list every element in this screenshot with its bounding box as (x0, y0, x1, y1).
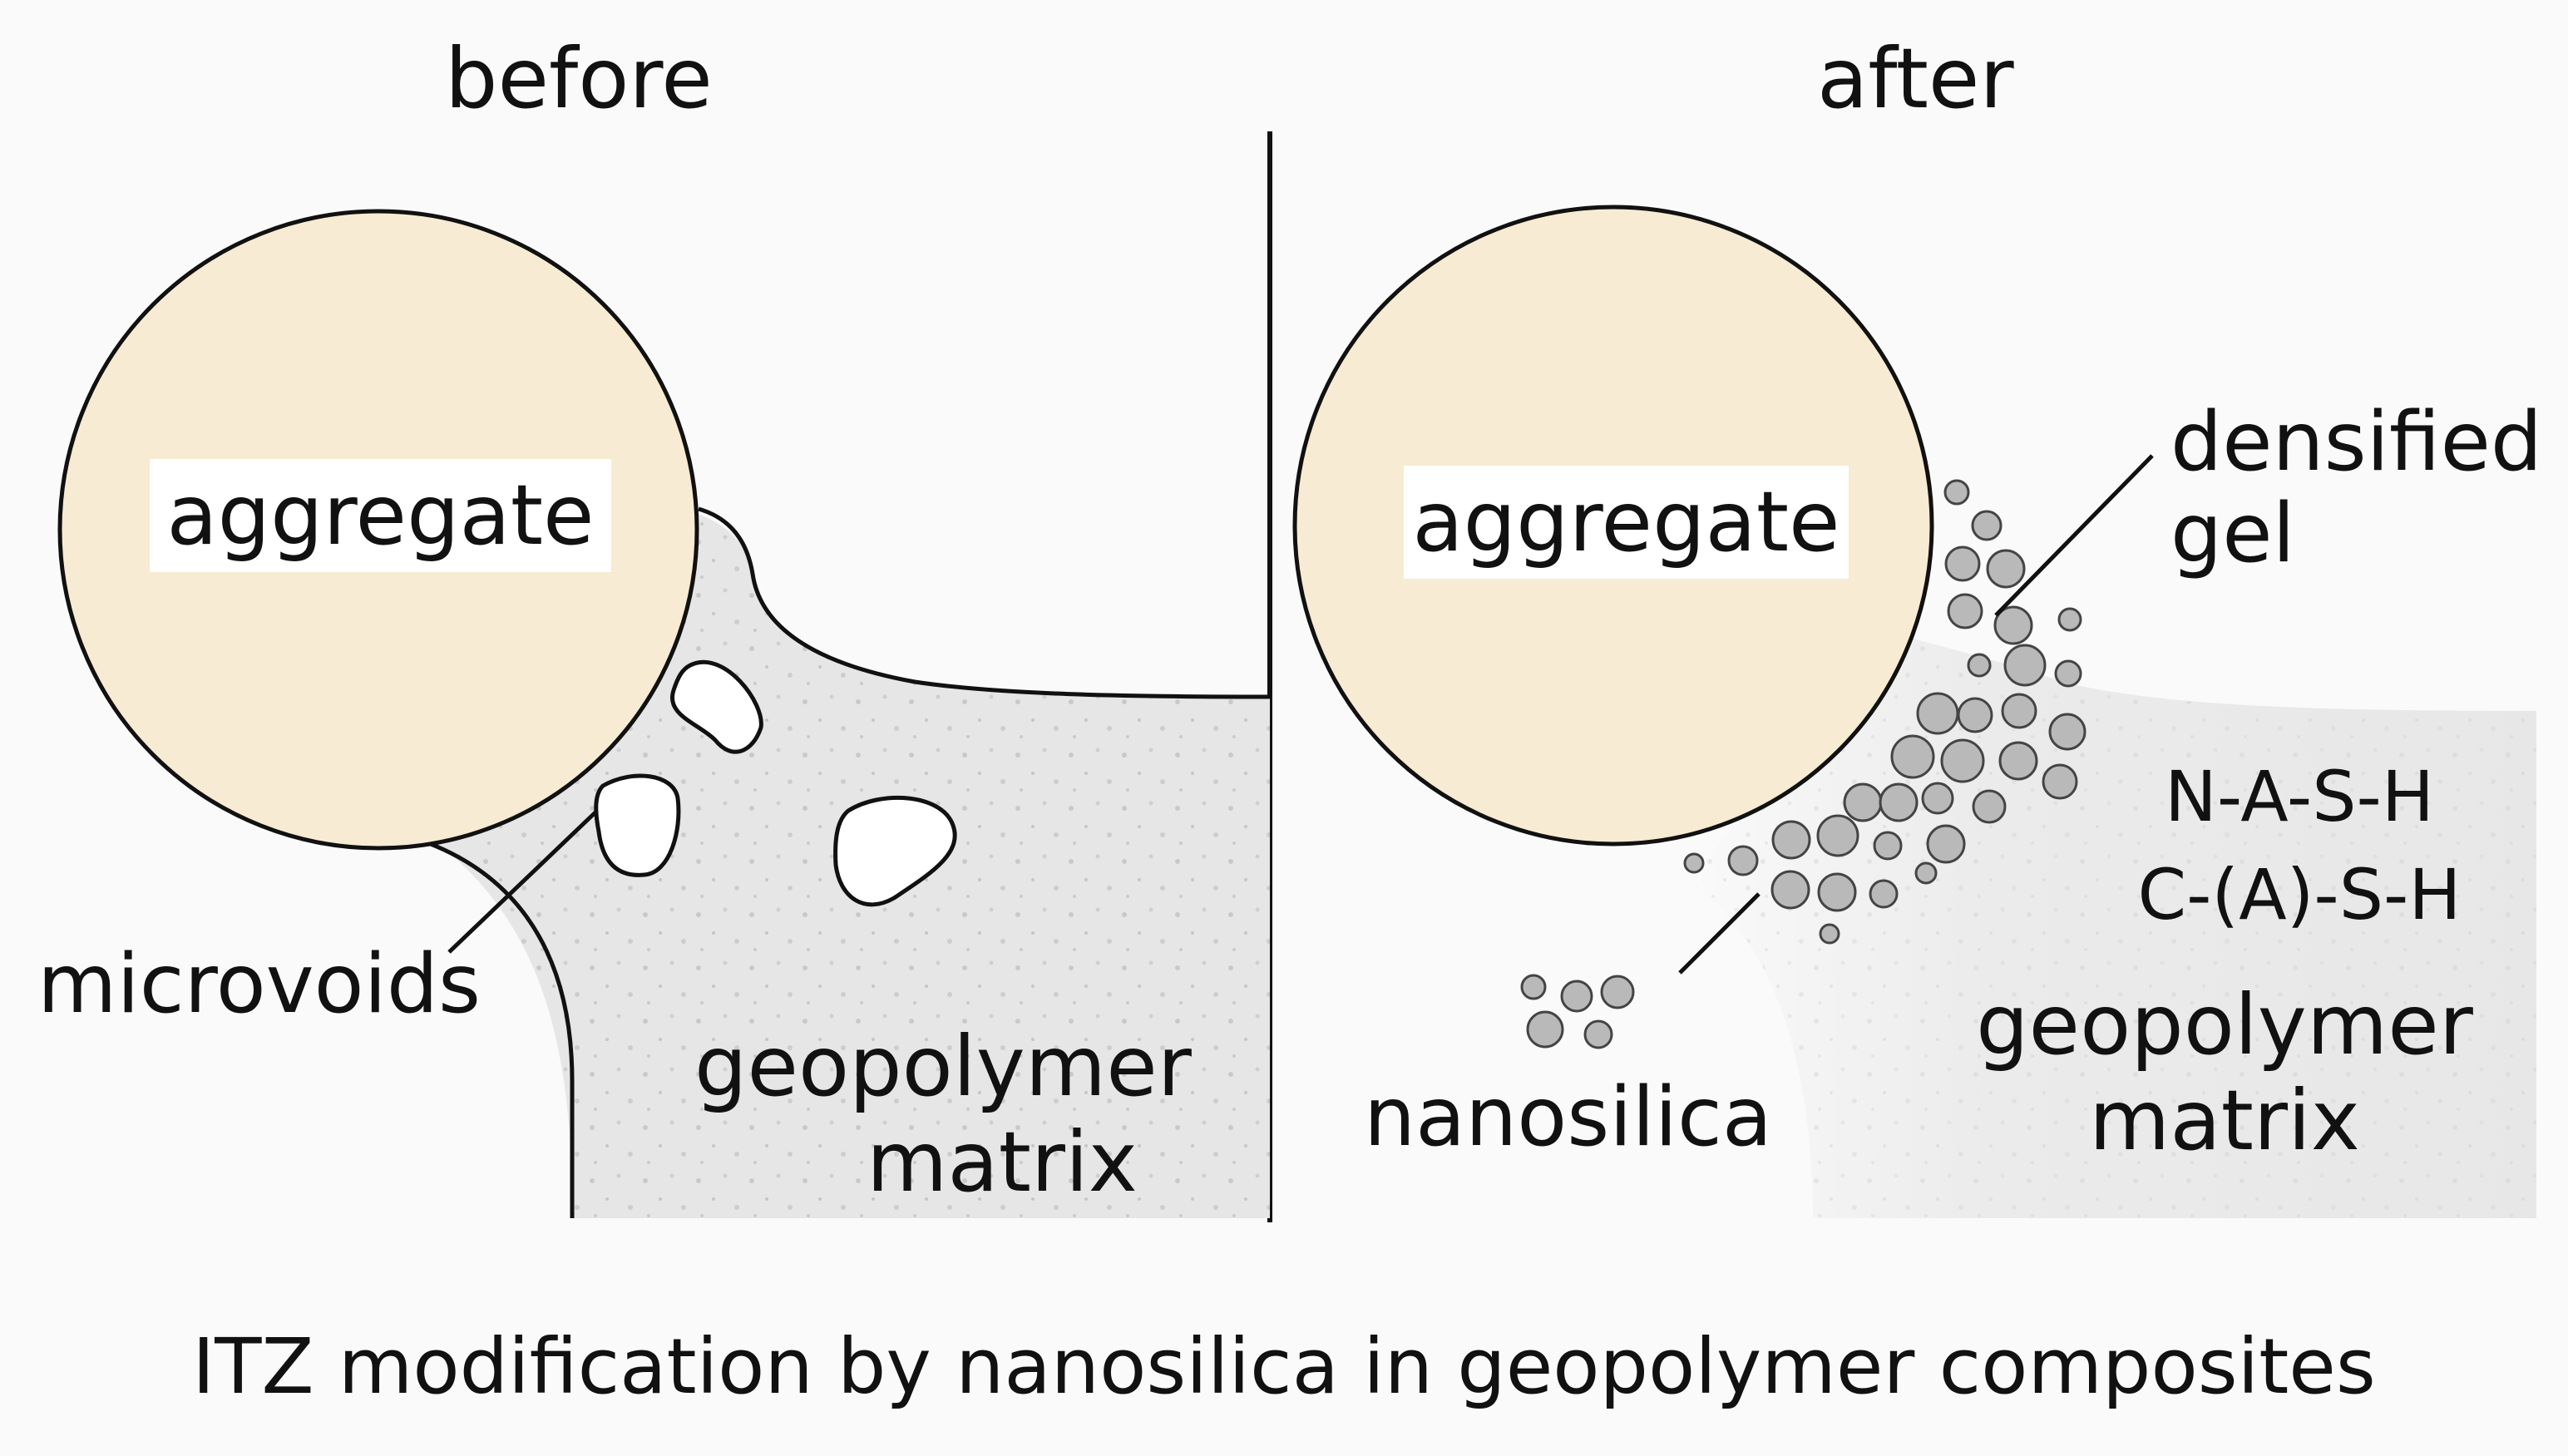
nanosilica-particle (1921, 782, 1954, 815)
before-matrix-boundary-lower (423, 839, 575, 1218)
after-aggregate-label: aggregate (1412, 473, 1840, 570)
before-panel (57, 209, 1271, 1218)
densified-gel-label-line2: gel (2170, 486, 2295, 581)
nanosilica-particle (1890, 734, 1935, 779)
nanosilica-particle (1683, 852, 1705, 874)
nanosilica-particle (2048, 713, 2086, 751)
nanosilica-particle (1986, 549, 2026, 589)
nanosilica-particle (1943, 479, 1970, 506)
microvoids-leader-line (447, 809, 599, 954)
nanosilica-particle (1967, 653, 1992, 678)
nanosilica-particle (2001, 693, 2037, 729)
nanosilica-particle (1869, 879, 1899, 909)
nanosilica-particle (2057, 607, 2082, 632)
nanosilica-particle (1972, 789, 2007, 824)
phase-label-nash: N-A-S-H (2164, 756, 2435, 837)
densified-gel-label: densified gel (2170, 397, 2542, 580)
figure-caption: ITZ modification by nanosilica in geopol… (192, 1322, 2376, 1411)
nanosilica-particle (1947, 593, 1983, 629)
densified-gel-particles (1683, 479, 2086, 945)
nanosilica-particle (1944, 545, 1981, 582)
densified-gel-leader-line (1994, 454, 2154, 617)
before-matrix-boundary (698, 506, 1271, 699)
nanosilica-particle (2042, 763, 2078, 800)
nanosilica-particle (1771, 820, 1811, 860)
phase-label-cash: C-(A)-S-H (2137, 853, 2462, 935)
after-matrix-label-line1: geopolymer (1976, 976, 2473, 1073)
before-title: before (445, 30, 713, 127)
nanosilica-label: nanosilica (1364, 1070, 1772, 1165)
nanosilica-particle (1998, 741, 2038, 781)
nanosilica-particle (1873, 831, 1903, 861)
nanosilica-particle (1993, 605, 2033, 645)
after-matrix-label: geopolymer matrix (1975, 977, 2474, 1168)
nanosilica-particle (1583, 1019, 1613, 1049)
phase-label: N-A-S-H C-(A)-S-H (2116, 748, 2482, 944)
microvoids-label: microvoids (37, 937, 482, 1032)
before-matrix-label: geopolymer matrix (694, 1018, 1192, 1211)
nanosilica-particle (1560, 980, 1593, 1013)
nanosilica-particles (1520, 974, 1635, 1049)
microvoid (594, 773, 681, 877)
after-title: after (1817, 30, 2014, 127)
nanosilica-particle (1914, 861, 1938, 885)
before-aggregate-label-box: aggregate (150, 459, 611, 572)
densified-gel-label-line1: densified (2170, 395, 2543, 490)
nanosilica-particle (1770, 870, 1810, 910)
before-aggregate-label: aggregate (166, 466, 595, 564)
nanosilica-particle (1940, 738, 1985, 783)
nanosilica-particle (2003, 644, 2047, 687)
microvoid (669, 659, 763, 754)
nanosilica-particle (1817, 872, 1857, 912)
nanosilica-particle (1916, 692, 1959, 735)
nanosilica-particle (1926, 824, 1966, 864)
nanosilica-particle (1819, 923, 1840, 945)
after-panel (1292, 205, 2536, 1218)
nanosilica-particle (1727, 845, 1759, 876)
nanosilica-particle (1971, 510, 2003, 541)
before-matrix-label-line2: matrix (867, 1113, 1138, 1211)
nanosilica-particle (1520, 974, 1547, 1000)
nanosilica-particle (1816, 814, 1859, 857)
nanosilica-particle (1600, 975, 1635, 1009)
nanosilica-particle (1526, 1010, 1564, 1049)
microvoid (833, 795, 957, 907)
nanosilica-leader-line (1678, 892, 1761, 975)
nanosilica-particle (1879, 782, 1919, 822)
nanosilica-particle (1957, 697, 1993, 733)
nanosilica-particle (2054, 659, 2082, 688)
after-matrix-label-line2: matrix (2089, 1072, 2360, 1169)
after-aggregate-label-box: aggregate (1404, 466, 1849, 579)
before-matrix-label-line1: geopolymer (694, 1018, 1192, 1115)
nanosilica-particle (1843, 782, 1883, 822)
